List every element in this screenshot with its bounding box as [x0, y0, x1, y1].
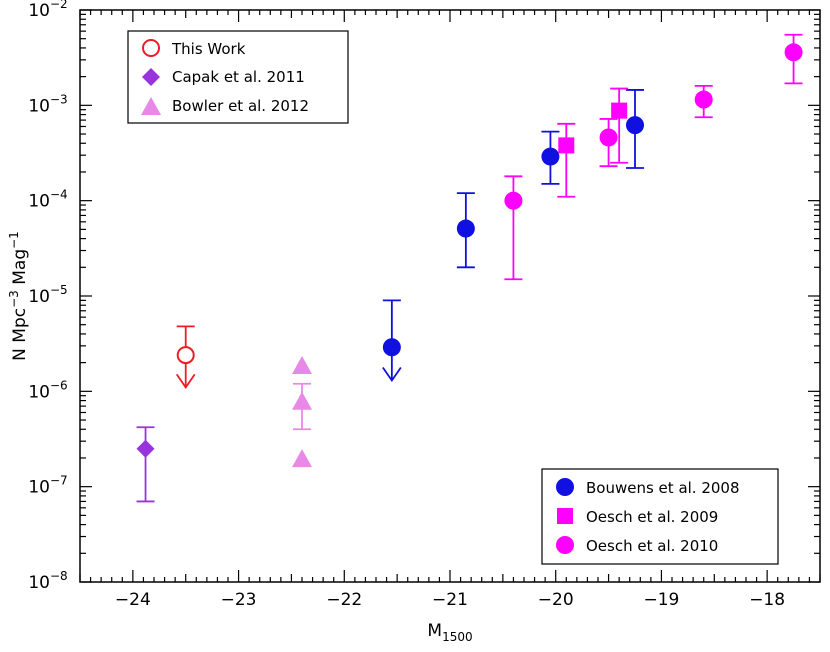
y-tick-label: 10−6 — [28, 378, 67, 402]
y-axis-label-exp2: −1 — [7, 231, 21, 249]
y-tick-label-exponent: −5 — [50, 283, 68, 297]
y-tick-label-exponent: −8 — [50, 569, 68, 583]
data-point — [382, 338, 401, 357]
legend-bottom-right-box — [541, 468, 779, 565]
x-axis-label-sub: 1500 — [442, 630, 473, 644]
y-tick-label-base: 10 — [28, 1, 50, 21]
upper-limit-arrow — [382, 366, 402, 383]
data-point — [292, 355, 312, 374]
x-tick-label: −22 — [326, 590, 362, 610]
data-point — [694, 90, 713, 109]
data-point — [292, 391, 312, 410]
y-tick-label-base: 10 — [28, 192, 50, 212]
y-tick-label: 10−7 — [28, 474, 67, 498]
x-tick-label: −20 — [538, 590, 574, 610]
data-point — [558, 137, 575, 154]
y-tick-label-exponent: −6 — [50, 378, 68, 392]
data-markers — [136, 43, 803, 468]
y-tick-label-base: 10 — [28, 96, 50, 116]
y-axis-label-exp1: −3 — [7, 290, 21, 308]
legend-bowler-marker — [141, 97, 161, 115]
y-tick-label-base: 10 — [28, 573, 50, 593]
legend-top-left-box — [127, 30, 349, 124]
y-tick-label-base: 10 — [28, 478, 50, 498]
data-point — [611, 102, 628, 119]
data-point — [292, 449, 312, 468]
y-tick-label-exponent: −4 — [50, 188, 68, 202]
legend-bouwens-marker — [556, 478, 574, 496]
x-tick-label: −18 — [749, 590, 785, 610]
x-axis-label-main: M — [427, 621, 442, 641]
x-tick-label: −24 — [115, 590, 151, 610]
y-tick-label: 10−3 — [28, 92, 67, 116]
legend-capak-marker — [142, 68, 160, 86]
legend-oesch2009-label: Oesch et al. 2009 — [586, 508, 718, 526]
y-tick-label-base: 10 — [28, 382, 50, 402]
data-point — [541, 147, 560, 166]
x-axis-label: M1500 — [427, 621, 472, 644]
data-point — [504, 191, 523, 210]
legend-bottom-right: Bouwens et al. 2008 Oesch et al. 2009 Oe… — [541, 468, 779, 565]
legend-bowler-label: Bowler et al. 2012 — [172, 97, 309, 115]
data-point — [784, 43, 803, 62]
y-axis-label-main: N Mpc — [10, 308, 30, 361]
x-tick-label: −21 — [432, 590, 468, 610]
legend-oesch2009-marker — [557, 508, 573, 524]
legend-oesch2010-marker — [556, 536, 574, 554]
y-tick-label: 10−8 — [28, 569, 67, 593]
legend-capak-label: Capak et al. 2011 — [172, 68, 305, 86]
axis-ticks: −24−23−22−21−20−19−1810−810−710−610−510−… — [28, 0, 821, 610]
y-axis-label: N Mpc−3 Mag−1 — [7, 231, 30, 361]
legend-top-left: This Work Capak et al. 2011 Bowler et al… — [127, 30, 349, 124]
y-tick-label-base: 10 — [28, 287, 50, 307]
x-tick-label: −23 — [221, 590, 257, 610]
legend-oesch2010-label: Oesch et al. 2010 — [586, 537, 718, 555]
data-point — [136, 439, 155, 458]
legend-bouwens-label: Bouwens et al. 2008 — [586, 479, 740, 497]
y-tick-label: 10−5 — [28, 283, 67, 307]
legend-this-work-label: This Work — [171, 40, 246, 58]
data-point — [456, 219, 475, 238]
y-tick-label: 10−4 — [28, 188, 67, 212]
x-tick-label: −19 — [643, 590, 679, 610]
data-point — [176, 346, 195, 365]
y-tick-label-exponent: −7 — [50, 474, 68, 488]
y-tick-label-exponent: −3 — [50, 92, 68, 106]
y-axis-label-unit: Mag — [10, 249, 30, 290]
upper-limit-arrow — [175, 373, 196, 389]
y-tick-label-exponent: −2 — [50, 0, 68, 11]
data-point — [599, 128, 618, 147]
legend-this-work-marker — [142, 39, 160, 57]
data-point — [626, 116, 644, 135]
y-tick-label: 10−2 — [28, 0, 67, 21]
